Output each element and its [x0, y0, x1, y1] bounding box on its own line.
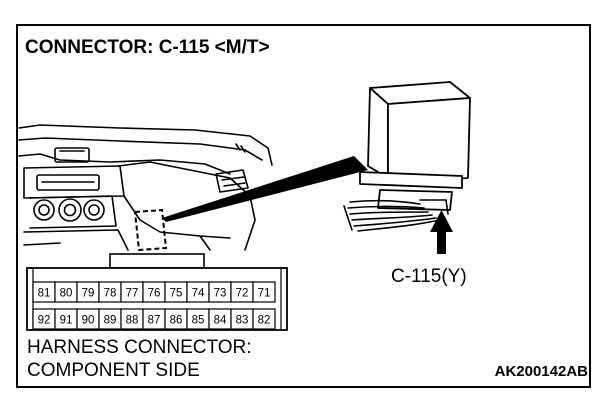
pin-number: 79: [82, 288, 95, 300]
pin-number: 83: [236, 315, 249, 327]
pin-number: 84: [214, 315, 227, 327]
pin-cell: [252, 281, 276, 303]
dashboard-illustration: [18, 124, 273, 251]
pin-number: 74: [192, 288, 205, 300]
pin-number: 88: [126, 315, 139, 327]
pin-number: 92: [38, 315, 51, 327]
diagram-title: CONNECTOR: C-115 <M/T>: [25, 37, 270, 58]
pin-number: 89: [104, 315, 117, 327]
wire-harness: [343, 199, 449, 232]
pin-number: 76: [148, 288, 161, 300]
pin-number: 82: [258, 315, 271, 327]
pin-number: 85: [192, 315, 205, 327]
connector-face: 81 80 79 78 77 76 75 74 73 72 71 92 91 90 89 88 87 86 85 84…: [26, 253, 288, 331]
pin-number: 78: [104, 288, 117, 300]
pin-cell: [252, 308, 276, 330]
connector-location-box: [133, 208, 168, 252]
pin-number: 75: [170, 288, 183, 300]
control-unit: [359, 81, 471, 211]
pin-number: 86: [170, 315, 183, 327]
pin-number: 80: [60, 288, 73, 300]
pin-number: 71: [258, 288, 271, 300]
figure-code: AK200142AB: [495, 363, 589, 380]
pin-number: 90: [82, 315, 95, 327]
pin-number: 73: [214, 288, 227, 300]
connector-latch: [109, 253, 205, 269]
callout-wedge: [162, 156, 368, 222]
pin-number: 87: [148, 315, 161, 327]
caption-line-1: HARNESS CONNECTOR:: [27, 337, 252, 358]
pin-grid: 81 80 79 78 77 76 75 74 73 72 71 92 91 90 89 88 87 86 85 84…: [32, 281, 276, 330]
pin-number: 91: [60, 315, 73, 327]
pin-number: 72: [236, 288, 249, 300]
pointer-arrow: [430, 210, 453, 254]
caption-line-2: COMPONENT SIDE: [27, 360, 200, 381]
connector-label: C-115(Y): [391, 266, 467, 287]
pin-number: 81: [38, 288, 51, 300]
diagram-border: [16, 24, 591, 388]
pin-number: 77: [126, 288, 139, 300]
